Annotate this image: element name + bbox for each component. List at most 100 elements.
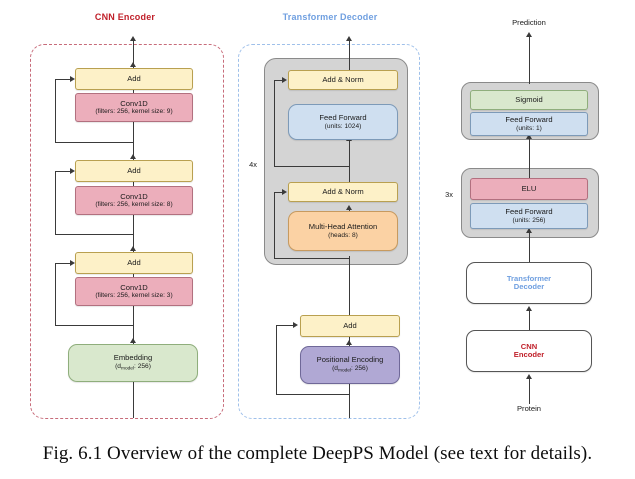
transformer-decoder-group [238, 44, 420, 419]
cnn-conv1d-block-1-label: Conv1D [120, 282, 148, 292]
arrowhead-to-cnn-encoder [525, 374, 532, 379]
skip2-horizontal-bottom [55, 234, 133, 236]
ff-skip-horizontal-top [274, 80, 283, 82]
skip2-arrowhead [70, 167, 75, 174]
output-feed-forward-detail: (units: 1) [516, 124, 542, 132]
dense-feed-forward-detail: (units: 256) [512, 216, 546, 224]
figure-caption: Fig. 6.1 Overview of the complete DeepPS… [42, 443, 593, 464]
cnn-conv1d-block-3[interactable]: Conv1D (filters: 256, kernel size: 9) [75, 93, 193, 122]
cnn-add-block-3[interactable]: Add [75, 68, 193, 90]
decoder-feed-forward[interactable]: Feed Forward (units: 1024) [288, 104, 398, 140]
positional-encoding-label: Positional Encoding [316, 355, 384, 365]
elu-block-label: ELU [521, 183, 537, 193]
arrowhead-cnn-output [129, 36, 136, 41]
decoder-add-norm-1[interactable]: Add & Norm [288, 182, 398, 202]
pe-skip-horizontal-bottom [276, 394, 349, 396]
edge-protein-input [529, 378, 531, 404]
cnn-encoder-summary-line1: CNN [520, 341, 538, 351]
cnn-add-block-1-label: Add [127, 257, 141, 267]
cnn-conv1d-block-3-label: Conv1D [120, 98, 148, 108]
pe-skip-arrowhead [293, 321, 298, 328]
cnn-add-block-3-label: Add [127, 73, 141, 83]
transformer-decoder-summary-line1: Transformer [506, 273, 552, 283]
edge-cnn-to-transformer [529, 310, 531, 332]
protein-input-label: Protein [516, 404, 542, 413]
decoder-add-block[interactable]: Add [300, 315, 400, 337]
arrowhead-to-transformer-decoder [525, 306, 532, 311]
edge-transformer-to-dense [529, 232, 531, 264]
edge-dense-to-output [529, 138, 531, 180]
arrowhead-pe-to-add [345, 340, 352, 345]
elu-block[interactable]: ELU [470, 178, 588, 200]
edge-add2-to-conv3 [133, 122, 135, 162]
mha-skip-arrowhead [282, 188, 287, 195]
skip1-horizontal-top [55, 263, 71, 265]
decoder-feed-forward-label: Feed Forward [319, 113, 367, 123]
decoder-add-norm-2-label: Add & Norm [322, 74, 364, 84]
arrowhead-conv3-to-add3 [129, 62, 136, 67]
skip2-vertical [55, 171, 57, 235]
cnn-conv1d-block-2-detail: (filters: 256, kernel size: 8) [95, 201, 173, 209]
multi-head-attention-detail: (heads: 8) [328, 231, 358, 239]
embedding-block[interactable]: Embedding (dmodel: 256) [68, 344, 198, 382]
cnn-encoder-title: CNN Encoder [94, 12, 156, 22]
arrowhead-to-dense-block [525, 228, 532, 233]
sigmoid-block[interactable]: Sigmoid [470, 90, 588, 110]
decoder-add-norm-2[interactable]: Add & Norm [288, 70, 398, 90]
mha-skip-horizontal-top [274, 192, 283, 194]
edge-decoder-output [349, 40, 351, 72]
cnn-add-block-2[interactable]: Add [75, 160, 193, 182]
model-architecture-diagram: CNN Encoder Transformer Decoder Add Conv… [30, 12, 599, 419]
cnn-add-block-1[interactable]: Add [75, 252, 193, 274]
multi-head-attention-label: Multi-Head Attention [308, 222, 378, 232]
output-feed-forward-block[interactable]: Feed Forward (units: 1) [470, 112, 588, 136]
transformer-decoder-summary-line2: Decoder [513, 282, 545, 291]
dense-repeat-label: 3x [445, 190, 453, 199]
skip3-horizontal-top [55, 79, 71, 81]
cnn-encoder-summary-line2: Encoder [513, 350, 545, 359]
arrowhead-to-prediction [525, 32, 532, 37]
arrowhead-conv1-to-add1 [129, 246, 136, 251]
decoder-feed-forward-detail: (units: 1024) [324, 122, 362, 130]
ff-skip-horizontal-bottom [274, 166, 349, 168]
prediction-label: Prediction [512, 18, 546, 27]
cnn-encoder-group [30, 44, 224, 419]
arrowhead-to-output-head [525, 134, 532, 139]
positional-encoding-detail: (dmodel: 256) [332, 364, 368, 374]
decoder-add-norm-1-label: Add & Norm [322, 186, 364, 196]
edge-to-prediction [529, 36, 531, 84]
output-feed-forward-label: Feed Forward [505, 115, 553, 125]
mha-skip-vertical [274, 192, 276, 259]
decoder-add-block-label: Add [343, 320, 357, 330]
skip3-arrowhead [70, 75, 75, 82]
edge-cnn-output [133, 40, 135, 70]
arrowhead-decoder-output [345, 36, 352, 41]
mha-skip-horizontal-bottom [274, 258, 349, 260]
skip3-horizontal-bottom [55, 142, 133, 144]
edge-addnorm1-to-ff [349, 140, 351, 185]
transformer-decoder-title: Transformer Decoder [282, 12, 378, 22]
embedding-block-detail: (dmodel: 256) [115, 362, 151, 372]
embedding-block-label: Embedding [113, 353, 153, 363]
multi-head-attention-block[interactable]: Multi-Head Attention (heads: 8) [288, 211, 398, 251]
cnn-encoder-summary-block[interactable]: CNN Encoder [466, 330, 592, 372]
edge-add-to-decoderstack [349, 256, 351, 316]
arrowhead-to-embedding [129, 338, 136, 343]
pe-skip-horizontal-top [276, 325, 294, 327]
arrowhead-mha-to-addnorm1 [345, 205, 352, 210]
cnn-conv1d-block-2[interactable]: Conv1D (filters: 256, kernel size: 8) [75, 186, 193, 215]
skip1-arrowhead [70, 259, 75, 266]
edge-decoder-input [349, 384, 351, 418]
cnn-conv1d-block-1[interactable]: Conv1D (filters: 256, kernel size: 3) [75, 277, 193, 306]
cnn-conv1d-block-3-detail: (filters: 256, kernel size: 9) [95, 108, 173, 116]
skip1-vertical [55, 263, 57, 326]
arrowhead-conv2-to-add2 [129, 154, 136, 159]
skip2-horizontal-top [55, 171, 71, 173]
ff-skip-vertical [274, 80, 276, 167]
transformer-decoder-summary-block[interactable]: Transformer Decoder [466, 262, 592, 304]
edge-embedding-to-conv1 [133, 306, 135, 346]
positional-encoding-block[interactable]: Positional Encoding (dmodel: 256) [300, 346, 400, 384]
decoder-repeat-label: 4x [249, 160, 257, 169]
skip1-horizontal-bottom [55, 325, 133, 327]
dense-feed-forward-block[interactable]: Feed Forward (units: 256) [470, 203, 588, 229]
